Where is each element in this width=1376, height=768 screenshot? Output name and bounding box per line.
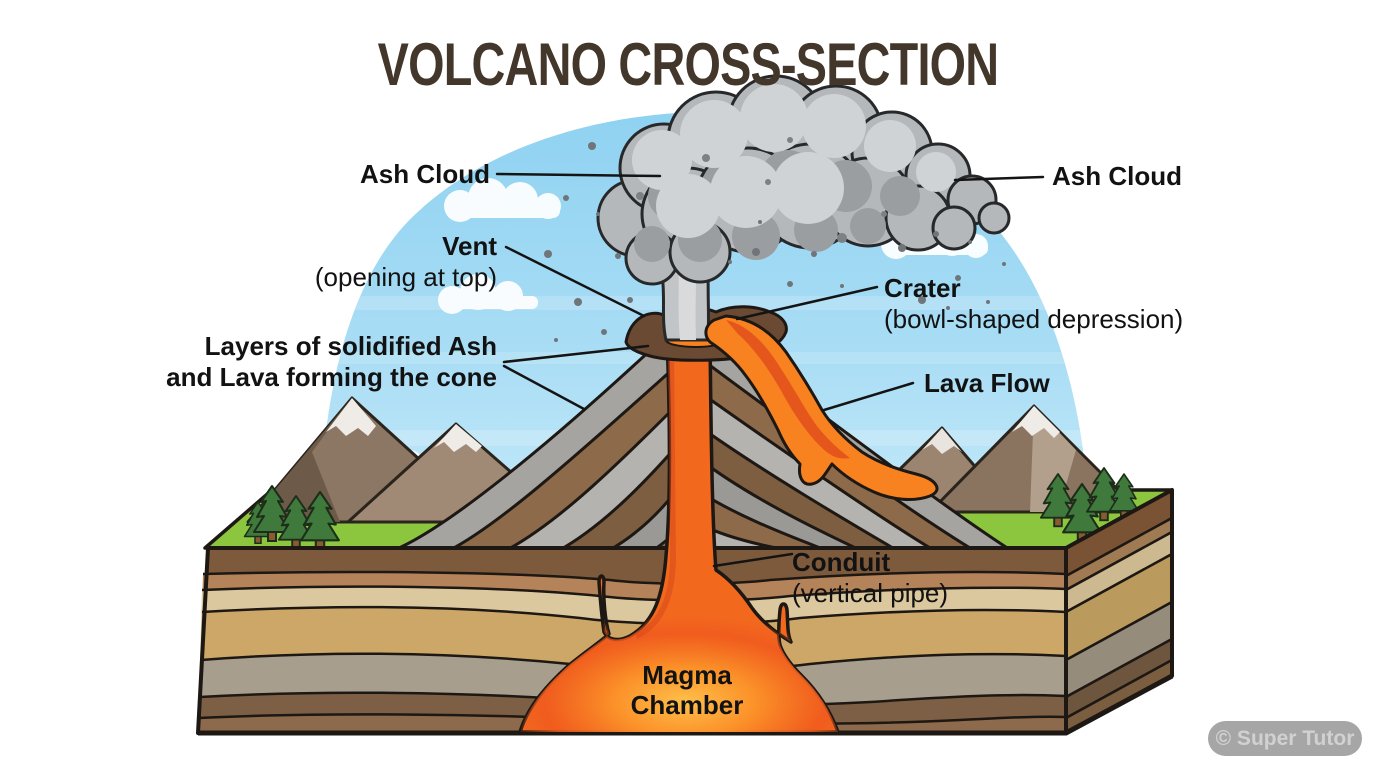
label-layers-line2: and Lava forming the cone xyxy=(166,362,497,392)
leader-ash-cloud-left xyxy=(495,172,662,178)
label-ash-cloud-right: Ash Cloud xyxy=(1052,161,1182,191)
label-crater: Crater (bowl-shaped depression) xyxy=(884,273,1183,335)
label-conduit-sub: (vertical pipe) xyxy=(792,578,949,608)
label-crater-title: Crater xyxy=(884,273,961,303)
label-vent: Vent (opening at top) xyxy=(315,231,497,293)
page-title: VOLCANO CROSS-SECTION xyxy=(377,31,999,98)
leader-ash-cloud-right xyxy=(953,175,1045,182)
leader-vent xyxy=(504,245,646,318)
label-vent-title: Vent xyxy=(442,231,497,261)
label-layers-line1: Layers of solidified Ash xyxy=(204,331,497,361)
white-cloud xyxy=(438,274,538,314)
conduit-shading xyxy=(634,344,677,639)
label-conduit-title: Conduit xyxy=(792,547,891,577)
leader-lines xyxy=(495,172,1045,568)
magma-glow xyxy=(520,614,838,732)
label-lava-flow: Lava Flow xyxy=(924,368,1050,398)
ash-cloud xyxy=(596,74,1011,286)
label-conduit: Conduit (vertical pipe) xyxy=(792,547,948,609)
leader-conduit xyxy=(712,552,794,568)
label-crater-sub: (bowl-shaped depression) xyxy=(884,304,1184,334)
ground-side-face xyxy=(1064,488,1174,735)
label-magma-line1: Magma xyxy=(642,660,732,690)
label-magma-chamber: Magma Chamber xyxy=(631,660,744,720)
label-layers: Layers of solidified Ash and Lava formin… xyxy=(166,331,497,393)
label-ash-cloud-left: Ash Cloud xyxy=(360,159,490,189)
label-magma-line2: Chamber xyxy=(630,690,744,720)
white-cloud xyxy=(444,178,561,222)
leader-layers-2 xyxy=(502,364,586,411)
magma-chamber-and-conduit xyxy=(518,334,840,734)
watermark-badge: © Super Tutor xyxy=(1208,721,1362,756)
ground-block-outline xyxy=(196,488,1174,736)
lava-flow xyxy=(704,314,939,501)
leader-layers-1 xyxy=(502,344,650,364)
label-vent-sub: (opening at top) xyxy=(314,262,497,292)
ash-dots-in-cloud xyxy=(636,137,887,243)
leader-crater xyxy=(735,285,879,321)
ash-particles xyxy=(544,142,1006,342)
leader-lava-flow xyxy=(822,381,915,412)
